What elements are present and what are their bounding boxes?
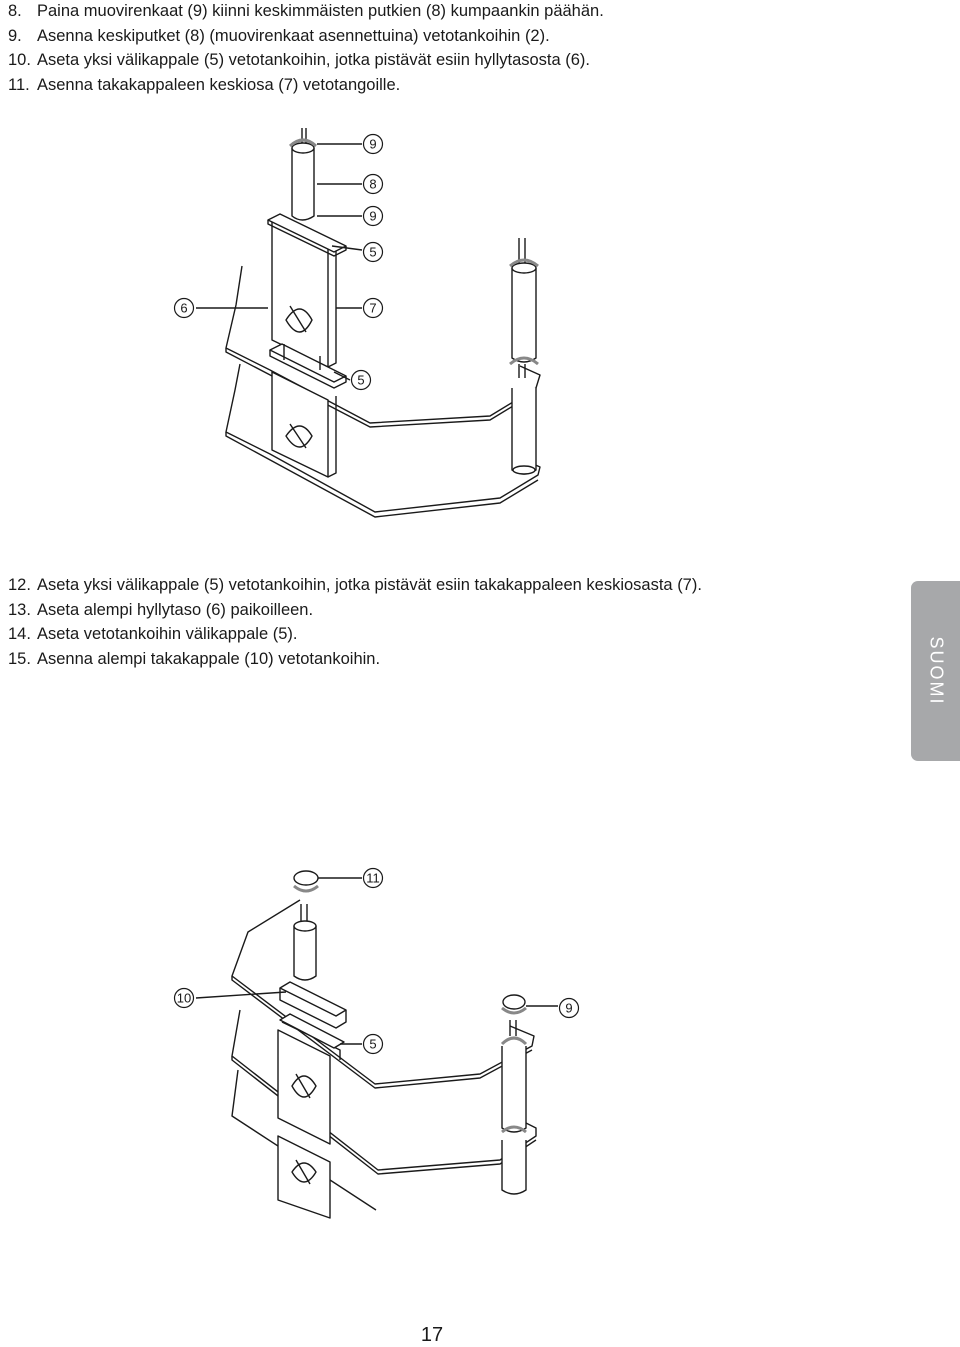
upper-shelf [225, 265, 541, 424]
callout-label: 5 [369, 245, 376, 260]
language-tab: SUOMI [911, 581, 960, 761]
callout-label: 9 [565, 1001, 572, 1016]
callout-marker: 9 [362, 205, 384, 227]
lower-shelf [225, 363, 541, 513]
callout-marker: 7 [362, 297, 384, 319]
step-item: 11. Asenna takakappaleen keskiosa (7) vet… [8, 73, 604, 98]
callout-label: 6 [180, 301, 187, 316]
back-panel-lower [271, 371, 329, 478]
step-item: 10. Aseta yksi välikappale (5) vetotankoi… [8, 48, 604, 73]
step-number: 10. [8, 51, 31, 69]
step-number: 14. [8, 625, 31, 643]
lower-shelf-edge [225, 432, 539, 518]
step-text: Asenna keskiputket (8) (muovirenkaat ase… [37, 26, 550, 45]
callout-label: 9 [369, 209, 376, 224]
callout-marker: 9 [362, 133, 384, 155]
step-item: 14. Aseta vetotankoihin välikappale (5). [8, 622, 702, 647]
step-item: 15. Asenna alempi takakappale (10) vetota… [8, 647, 702, 672]
tube-right [501, 1046, 527, 1133]
callout-label: 7 [369, 301, 376, 316]
step-number: 8. [8, 2, 22, 20]
page-number: 17 [420, 1324, 444, 1346]
step-item: 13. Aseta alempi hyllytaso (6) paikoillee… [8, 598, 702, 623]
language-tab-label: SUOMI [926, 636, 946, 706]
step-item: 9. Asenna keskiputket (8) (muovirenkaat a… [8, 24, 604, 49]
callout-marker: 8 [362, 173, 384, 195]
top-shelf [231, 899, 535, 1085]
step-text: Aseta alempi hyllytaso (6) paikoilleen. [37, 600, 314, 619]
callout-label: 9 [369, 137, 376, 152]
step-text: Aseta yksi välikappale (5) vetotankoihin… [37, 576, 702, 594]
callout-marker: 9 [558, 997, 580, 1019]
callout-marker: 5 [362, 241, 384, 263]
step-item: 12. Aseta yksi välikappale (5) vetotankoi… [8, 573, 702, 598]
tube-right-upper [511, 268, 537, 363]
step-number: 9. [8, 26, 22, 45]
step-number: 12. [8, 576, 31, 594]
step-number: 15. [8, 649, 31, 668]
assembly-diagram-upper: 9 8 9 5 6 7 5 [173, 128, 541, 518]
tube-right-lower [511, 388, 537, 475]
step-text: Asenna takakappaleen keskiosa (7) vetota… [37, 75, 401, 94]
callout-marker: 6 [173, 297, 195, 319]
step-text: Paina muovirenkaat (9) kiinni keskimmäis… [37, 2, 604, 20]
tube-left [291, 148, 315, 221]
callout-marker: 10 [173, 987, 195, 1009]
end-cap-right [502, 994, 526, 1010]
rear-spacer [279, 981, 347, 1017]
step-text: Aseta vetotankoihin välikappale (5). [37, 625, 298, 643]
end-cap [293, 870, 319, 886]
callout-marker: 5 [350, 369, 372, 391]
spacer-middle [279, 1013, 345, 1049]
tube-right-lower [501, 1140, 527, 1195]
assembly-diagram-lower: 11 10 9 5 [173, 867, 580, 1219]
step-text: Asenna alempi takakappale (10) vetotanko… [37, 649, 381, 668]
callout-label: 10 [177, 991, 191, 1006]
callout-label: 8 [369, 177, 376, 192]
callout-label: 5 [369, 1037, 376, 1052]
step-number: 11. [8, 75, 30, 94]
callout-label: 11 [366, 871, 380, 886]
callout-label: 5 [357, 373, 364, 388]
back-panel-lower [277, 1135, 331, 1219]
upper-shelf-edge [225, 348, 537, 428]
instructions-bottom: 12. Aseta yksi välikappale (5) vetotankoi… [8, 573, 702, 671]
step-text: Aseta yksi välikappale (5) vetotankoihin… [37, 51, 591, 69]
step-item: 8. Paina muovirenkaat (9) kiinni keskimmä… [8, 0, 604, 24]
tube-left [293, 926, 317, 981]
callout-marker: 5 [362, 1033, 384, 1055]
callout-marker: 11 [362, 867, 384, 889]
instructions-top: 8. Paina muovirenkaat (9) kiinni keskimmä… [8, 0, 604, 97]
step-number: 13. [8, 600, 31, 619]
